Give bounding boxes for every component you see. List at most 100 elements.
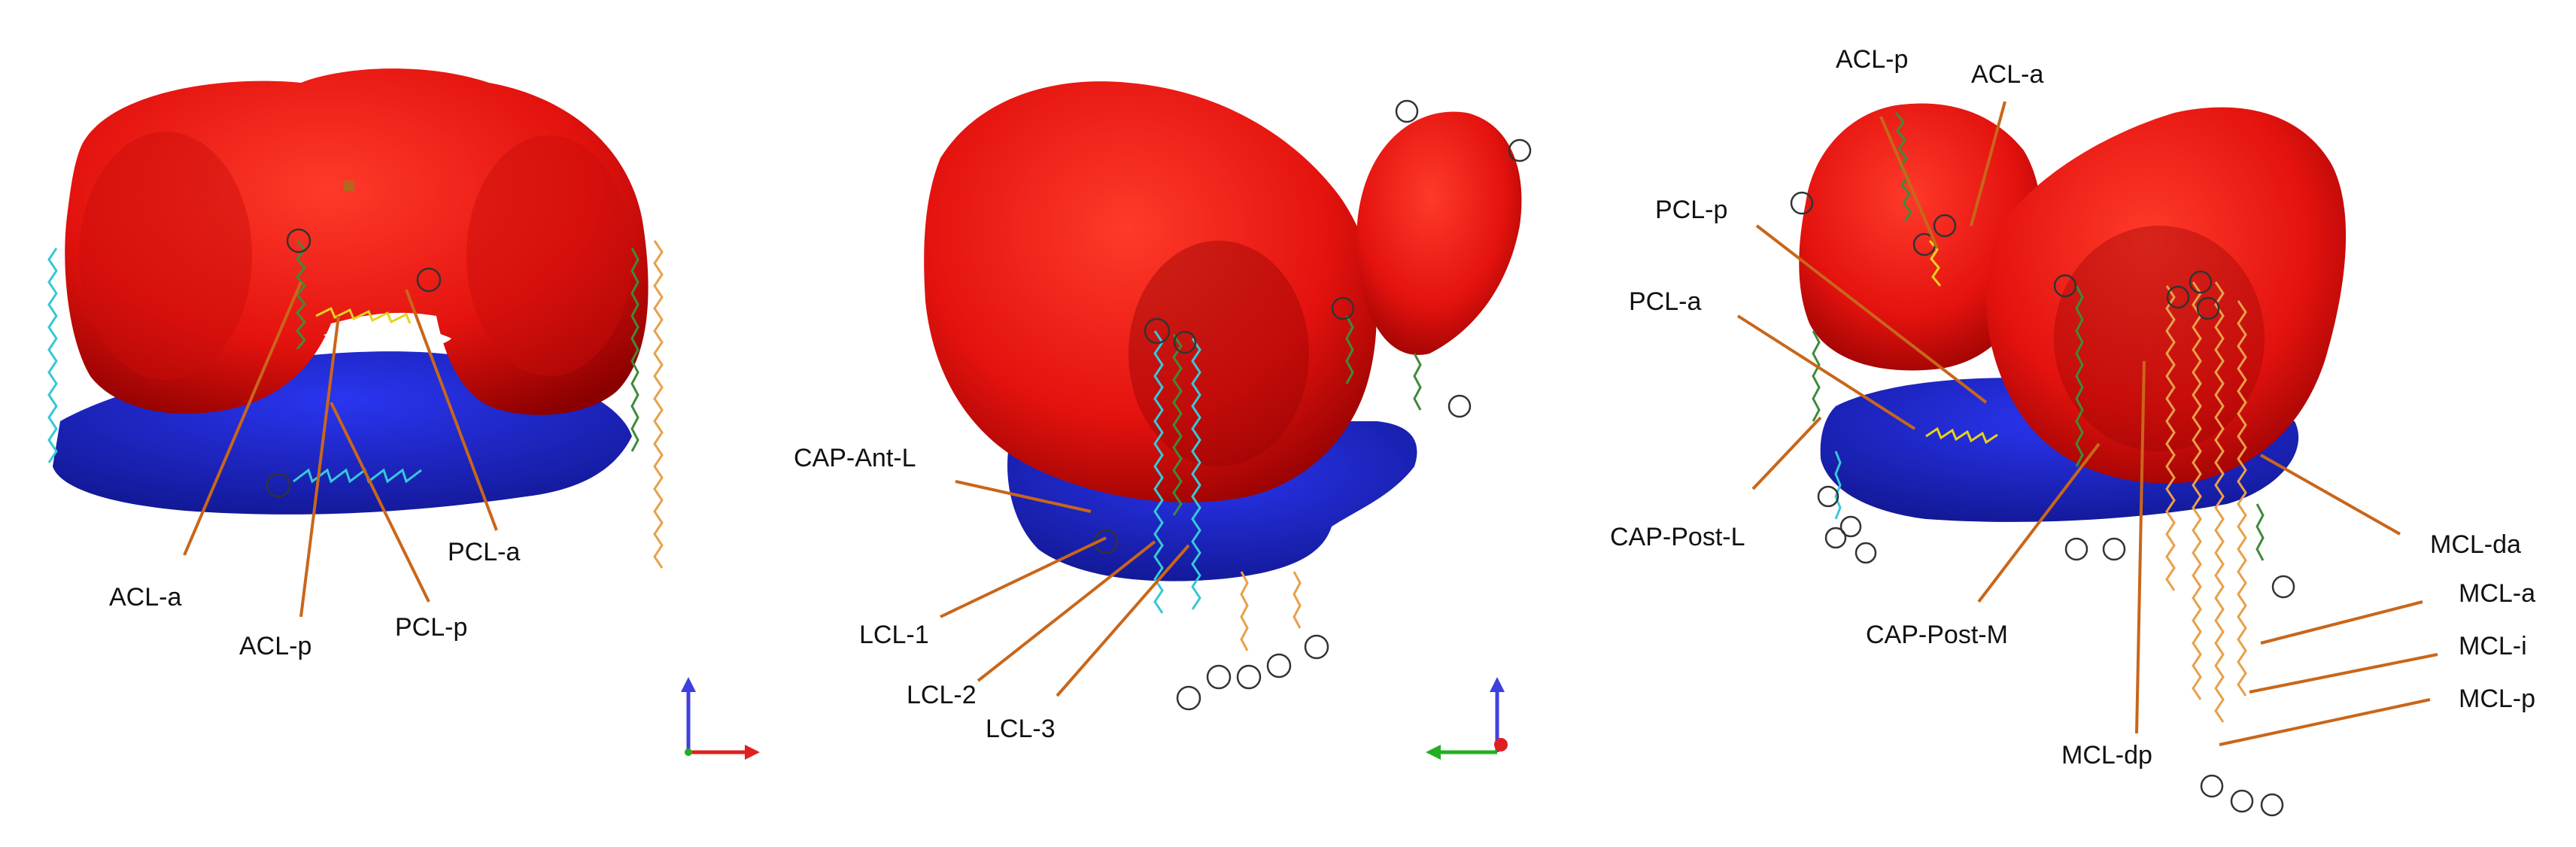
label-pcl-p: PCL-p (395, 613, 467, 642)
attachment-marker (1176, 685, 1201, 711)
attachment-marker (2200, 774, 2224, 798)
pcl-p-pointer (1755, 224, 1988, 404)
mcl-i-pointer (2249, 653, 2438, 694)
attachment-marker (1266, 653, 1292, 679)
pcl-ligament-strand (1925, 427, 1998, 445)
pcl-ligament-strand (293, 468, 422, 484)
axis-origin (1494, 738, 1508, 751)
acl-a-pointer (183, 281, 302, 556)
femur-shadow (2054, 226, 2265, 451)
attachment-marker (1144, 317, 1171, 345)
attachment-marker (1236, 664, 1262, 690)
attachment-marker (2230, 789, 2254, 813)
axis-triad-lateral (1426, 677, 1508, 760)
attachment-marker (1508, 138, 1532, 162)
attachment-marker (1790, 191, 1814, 215)
mcl-ligament-strand (2192, 281, 2202, 700)
posterior-capsule-strand (1413, 353, 1422, 411)
femur-surface (65, 68, 649, 415)
cap-post-m-pointer (1977, 442, 2101, 603)
label-mcl-da: MCL-da (2430, 530, 2521, 559)
attachment-marker (2053, 274, 2077, 298)
label-lcl-3: LCL-3 (986, 715, 1056, 743)
cap-ant-l-pointer (955, 480, 1092, 513)
femur-surface (1986, 107, 2347, 484)
label-cap-post-l: CAP-Post-L (1610, 523, 1745, 551)
lateral-view-panel: CAP-Ant-L LCL-1 LCL-2 LCL-3 (794, 81, 1532, 760)
femur-center-point (344, 181, 354, 191)
mcl-a-pointer (2260, 600, 2423, 645)
mcl-dp-pointer (2135, 360, 2146, 734)
pcl-a-pointer (405, 289, 498, 531)
attachment-marker (2189, 270, 2213, 294)
attachment-marker (1839, 515, 1862, 538)
posterior-view-panel: ACL-p ACL-a PCL-p PCL-a CAP-Post-L CAP-P… (1610, 45, 2535, 817)
attachment-marker (1855, 542, 1877, 564)
mcl-da-pointer (2260, 454, 2401, 536)
label-cap-post-m: CAP-Post-M (1866, 621, 2008, 649)
label-acl-p: ACL-p (1836, 45, 1908, 74)
cap-strand (2075, 285, 2084, 467)
attachment-marker (2260, 793, 2284, 817)
mcl-p-pointer (2219, 698, 2431, 746)
posterior-capsule-strand (1345, 315, 1354, 384)
mcl-ligament-strand (2214, 281, 2225, 723)
cap-post-l-pointer (1751, 416, 1822, 490)
z-axis-arrowhead (681, 677, 696, 692)
y-axis-arrowhead (1426, 745, 1441, 760)
attachment-marker (416, 267, 442, 293)
label-mcl-dp: MCL-dp (2061, 741, 2152, 770)
acl-a-pointer (1970, 101, 2006, 226)
attachment-marker (2166, 285, 2190, 309)
label-acl-p: ACL-p (239, 632, 311, 660)
femur-posterior-condyle (1356, 111, 1522, 355)
mcl-ligament-strand (2165, 285, 2176, 591)
label-mcl-p: MCL-p (2459, 685, 2535, 713)
label-acl-a: ACL-a (109, 583, 181, 612)
lcl-1-pointer (940, 536, 1107, 618)
lcl-ligament-strand (1172, 334, 1183, 516)
pcl-a-pointer (1736, 314, 1916, 430)
label-mcl-a: MCL-a (2459, 579, 2535, 608)
attachment-marker (1206, 664, 1232, 690)
attachment-marker (1817, 485, 1839, 508)
lcl-2-pointer (977, 540, 1156, 682)
acl-p-pointer (299, 315, 340, 618)
aclf-ligament-strand (296, 240, 306, 350)
attachment-marker (1447, 394, 1472, 418)
label-pcl-a: PCL-a (448, 538, 520, 566)
posterior-capsule-strand (1240, 571, 1249, 651)
label-pcl-p: PCL-p (1655, 196, 1727, 224)
label-lcl-1: LCL-1 (859, 621, 929, 649)
cap-strand (1834, 451, 1842, 520)
attachment-marker (1395, 99, 1419, 123)
acl-ligament-strand (1894, 112, 1912, 222)
acl-ligament-strand (315, 306, 412, 324)
femur-shadow-notch (1129, 241, 1309, 466)
lcl-ligament-strand (1191, 338, 1201, 610)
medial-collateral-strand (653, 240, 664, 569)
label-mcl-i: MCL-i (2459, 632, 2527, 660)
attachment-marker (2102, 537, 2126, 561)
femur-condyle-medial (466, 135, 632, 376)
attachment-marker (2196, 296, 2220, 320)
lateral-collateral-strand (47, 247, 58, 463)
intercondylar-notch (324, 326, 451, 350)
z-axis-arrowhead (1490, 677, 1505, 692)
posterior-capsule-strand (1293, 571, 1302, 629)
attachment-marker (2064, 537, 2088, 561)
lcl-3-pointer (1056, 544, 1190, 697)
label-cap-ant-l: CAP-Ant-L (794, 444, 916, 472)
x-axis-arrowhead (745, 745, 760, 760)
attachment-marker (1304, 634, 1329, 660)
mcl-ligament-strand (2237, 300, 2247, 697)
attachment-marker (286, 228, 311, 253)
label-acl-a: ACL-a (1971, 60, 2043, 89)
attachment-marker (1331, 296, 1355, 320)
femur-condyle-lateral (79, 132, 252, 380)
attachment-marker (1173, 330, 1197, 354)
femur-surface (924, 81, 1377, 502)
axis-origin (685, 748, 692, 756)
medial-green-strand (630, 247, 639, 452)
